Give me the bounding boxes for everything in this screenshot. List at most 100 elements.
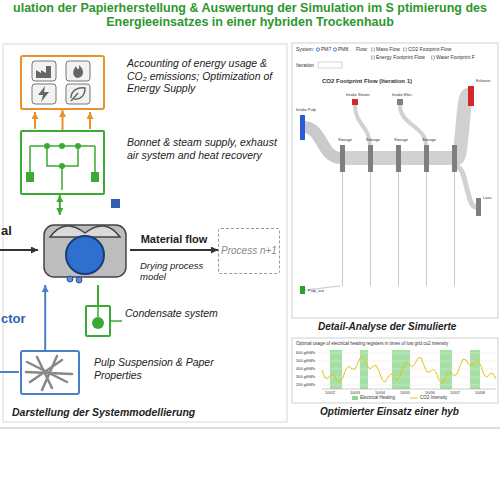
label: PM8 — [338, 47, 348, 53]
legend-item: Electrical Heating — [352, 396, 395, 401]
connector — [59, 195, 61, 215]
legend-text: Electrical Heating — [360, 396, 395, 401]
roll — [67, 276, 73, 282]
sankey-node-bar — [396, 145, 401, 172]
sankey-node-bar — [300, 115, 305, 140]
label: 10/04 — [375, 391, 385, 395]
label: Exhaust — [476, 79, 490, 83]
label: Intake Elec. — [392, 93, 413, 97]
junction-dot — [59, 143, 65, 149]
sankey-node-bar — [452, 145, 457, 172]
label: Loss — [483, 196, 491, 200]
pulp-box: Pulp Suspension & Paper Properties — [20, 350, 80, 395]
co2-intensity-line — [322, 356, 496, 383]
label: ctor — [1, 312, 26, 326]
dryer-housing — [44, 225, 126, 277]
label: Optimierter Einsatz einer hyb — [320, 406, 459, 417]
sankey-chart — [300, 86, 481, 294]
dryer-model: Drying process model — [40, 215, 130, 285]
label: Iteration — [296, 63, 314, 69]
energy-icon — [32, 61, 56, 81]
junction-dot — [75, 143, 81, 149]
connector — [44, 285, 46, 350]
title: ulation der Papierherstellung & Auswertu… — [2, 2, 498, 30]
label: Intake Steam — [346, 93, 370, 97]
label: Storage — [394, 138, 408, 142]
grid-line — [322, 369, 496, 370]
factory-icon — [36, 66, 51, 78]
heating-band — [392, 350, 410, 389]
label: Energy Footprint Flow — [376, 55, 425, 61]
node-illustration — [22, 57, 103, 108]
sankey-node-bar — [352, 99, 358, 105]
node-illustration — [22, 132, 103, 193]
node-text: Bonnet & steam supply, exhaust air syste… — [127, 136, 287, 161]
label: Storage — [366, 138, 380, 142]
label: 200 g/kWh — [296, 383, 315, 387]
label: 600 g/kWh — [296, 351, 315, 355]
sankey-node-bar — [468, 86, 474, 106]
junction-dot — [59, 163, 65, 169]
node-text: Pulp Suspension & Paper Properties — [94, 356, 214, 381]
label: 10/05 — [400, 391, 410, 395]
connector — [62, 110, 64, 130]
label: Mass Flow — [376, 47, 400, 53]
label: Storage — [422, 138, 436, 142]
node-text: Drying process model — [140, 260, 214, 283]
bonnet-box: Bonnet & steam supply, exhaust air syste… — [20, 130, 105, 195]
sankey-node-bar — [476, 198, 481, 216]
icon-frame — [32, 61, 56, 81]
junction-dot — [44, 143, 50, 149]
line-chart — [322, 350, 496, 389]
pipe — [97, 307, 99, 317]
sankey-node-bar — [424, 145, 429, 172]
condensate-box: Condensate system — [85, 305, 111, 337]
node-illustration — [40, 215, 130, 285]
heating-band — [470, 350, 480, 389]
energy-icon — [66, 84, 90, 104]
pump-symbol — [92, 317, 104, 329]
grid-line — [322, 385, 496, 386]
sankey-flow — [429, 151, 452, 165]
screenshot-frame — [292, 338, 498, 403]
label: 500 g/kWh — [296, 359, 315, 363]
label: 300 g/kWh — [296, 375, 315, 379]
energy-arrow — [89, 112, 91, 129]
checkbox — [372, 48, 375, 51]
node-illustration — [87, 307, 109, 335]
energy-icon — [32, 84, 56, 104]
radio-button — [316, 48, 319, 51]
grid-line — [322, 353, 496, 354]
grid-line — [322, 361, 496, 362]
label: Darstellung der Systemmodellierung — [12, 407, 195, 419]
grid-line — [322, 377, 496, 378]
fiber — [42, 356, 57, 390]
flame-icon — [73, 65, 83, 78]
label: Water Footprint F — [436, 55, 475, 61]
connector — [130, 249, 218, 251]
label: System: — [296, 47, 314, 53]
line-sample — [410, 396, 418, 400]
radio-button — [333, 48, 336, 51]
sankey-node-bar — [368, 145, 373, 172]
label: Optimal usage of electrical heating regi… — [296, 342, 448, 347]
sankey-flow — [373, 151, 396, 165]
label: 10/02 — [325, 391, 335, 395]
connector — [97, 285, 99, 305]
pipe-lines — [30, 146, 95, 190]
panel-frame — [3, 44, 287, 422]
sankey-link-thin — [426, 172, 427, 286]
checkbox — [432, 56, 435, 59]
sankey-node-bar — [397, 99, 403, 105]
sankey-flow — [401, 151, 424, 165]
yankee-cylinder — [66, 236, 104, 274]
label: al — [1, 224, 12, 238]
checkbox — [372, 56, 375, 59]
roll — [76, 277, 82, 283]
icon-frame — [66, 84, 90, 104]
label: 10/08 — [475, 391, 485, 395]
icon-frame — [32, 84, 56, 104]
heating-band — [360, 350, 368, 389]
node-illustration — [22, 352, 78, 393]
sankey-flow — [345, 151, 368, 165]
